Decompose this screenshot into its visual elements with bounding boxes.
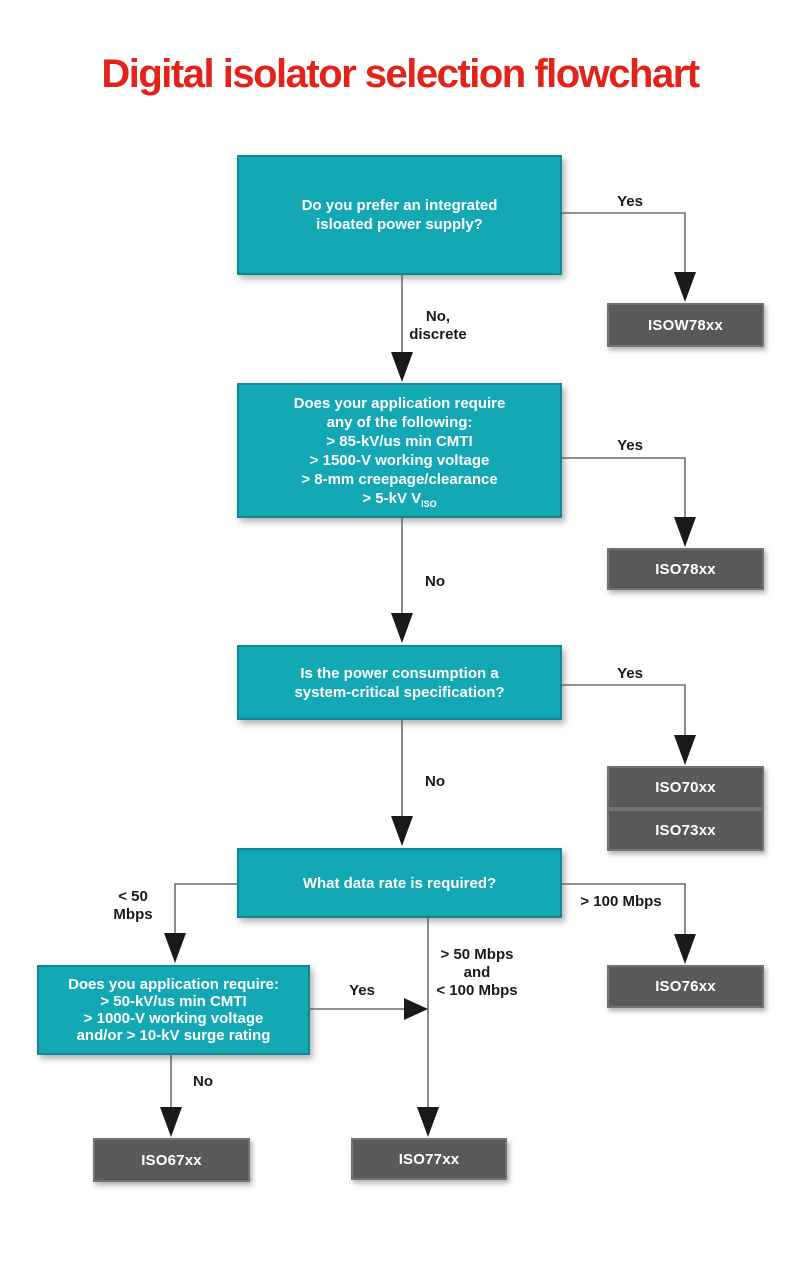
connector-q1-yes bbox=[562, 212, 686, 273]
arrowhead-to-q5 bbox=[164, 933, 186, 963]
question-text: Does you application require: > 50-kV/us… bbox=[68, 976, 279, 1044]
question-text: What data rate is required? bbox=[302, 874, 497, 892]
edge-label-q2-yes: Yes bbox=[617, 437, 643, 454]
result-box-iso77xx: ISO77xx bbox=[351, 1138, 507, 1180]
page-title: Digital isolator selection flowchart bbox=[101, 52, 700, 96]
arrowhead-to-iso70xx bbox=[674, 735, 696, 765]
result-box-iso78xx: ISO78xx bbox=[607, 548, 764, 590]
question-last-line: > 5-kV V bbox=[362, 489, 422, 507]
result-box-isow78xx: ISOW78xx bbox=[607, 303, 764, 347]
edge-label-q5-no: No bbox=[193, 1073, 213, 1090]
edge-label-q3-no: No bbox=[425, 773, 445, 790]
question-box-power-consumption: Is the power consumption a system-critic… bbox=[237, 645, 562, 720]
question-text: Does your application require any of the… bbox=[293, 394, 506, 509]
edge-label-q1-no-discrete: No, discrete bbox=[409, 308, 467, 343]
result-box-iso73xx: ISO73xx bbox=[607, 809, 764, 851]
arrowhead-to-iso78xx bbox=[674, 517, 696, 547]
arrowhead-to-iso76xx bbox=[674, 934, 696, 964]
question-text: Do you prefer an integrated isloated pow… bbox=[301, 197, 498, 233]
question-text: Is the power consumption a system-critic… bbox=[294, 664, 505, 701]
arrowhead-q5-yes-right bbox=[404, 998, 428, 1020]
arrowhead-to-isow78xx bbox=[674, 272, 696, 302]
arrowhead-to-q3 bbox=[391, 613, 413, 643]
result-label: ISOW78xx bbox=[648, 316, 723, 334]
edge-label-q5-yes: Yes bbox=[349, 982, 375, 999]
question-box-integrated-power: Do you prefer an integrated isloated pow… bbox=[237, 155, 562, 275]
arrowhead-to-iso77xx bbox=[417, 1107, 439, 1137]
result-label: ISO73xx bbox=[655, 821, 716, 839]
arrowhead-to-iso67xx bbox=[160, 1107, 182, 1137]
edge-label-q3-yes: Yes bbox=[617, 665, 643, 682]
result-label: ISO70xx bbox=[655, 779, 716, 796]
connector-q3-yes bbox=[562, 684, 686, 736]
connector-q4-lt50 bbox=[174, 883, 237, 934]
question-box-cmti-surge: Does you application require: > 50-kV/us… bbox=[37, 965, 310, 1055]
edge-label-q4-50-to-100-mbps: > 50 Mbps and < 100 Mbps bbox=[436, 946, 518, 999]
result-label: ISO67xx bbox=[141, 1151, 202, 1169]
v-iso-subscript: ISO bbox=[421, 498, 437, 509]
connector-q2-yes bbox=[562, 457, 686, 518]
result-label: ISO76xx bbox=[655, 978, 716, 995]
result-box-iso67xx: ISO67xx bbox=[93, 1138, 250, 1182]
edge-label-q4-gt-100-mbps: > 100 Mbps bbox=[580, 893, 662, 910]
result-box-iso70xx: ISO70xx bbox=[607, 766, 764, 809]
connector-q4-gt100 bbox=[562, 883, 686, 935]
result-label: ISO78xx bbox=[655, 560, 716, 578]
edge-label-q2-no: No bbox=[425, 573, 445, 590]
arrowhead-to-q2 bbox=[391, 352, 413, 382]
result-box-iso76xx: ISO76xx bbox=[607, 965, 764, 1008]
edge-label-q4-lt-50-mbps: < 50 Mbps bbox=[113, 888, 153, 923]
question-box-data-rate: What data rate is required? bbox=[237, 848, 562, 918]
arrowhead-to-q4 bbox=[391, 816, 413, 846]
result-label: ISO77xx bbox=[398, 1150, 460, 1168]
edge-label-q1-yes: Yes bbox=[617, 193, 643, 210]
question-box-isolation-specs: Does your application require any of the… bbox=[237, 383, 562, 518]
